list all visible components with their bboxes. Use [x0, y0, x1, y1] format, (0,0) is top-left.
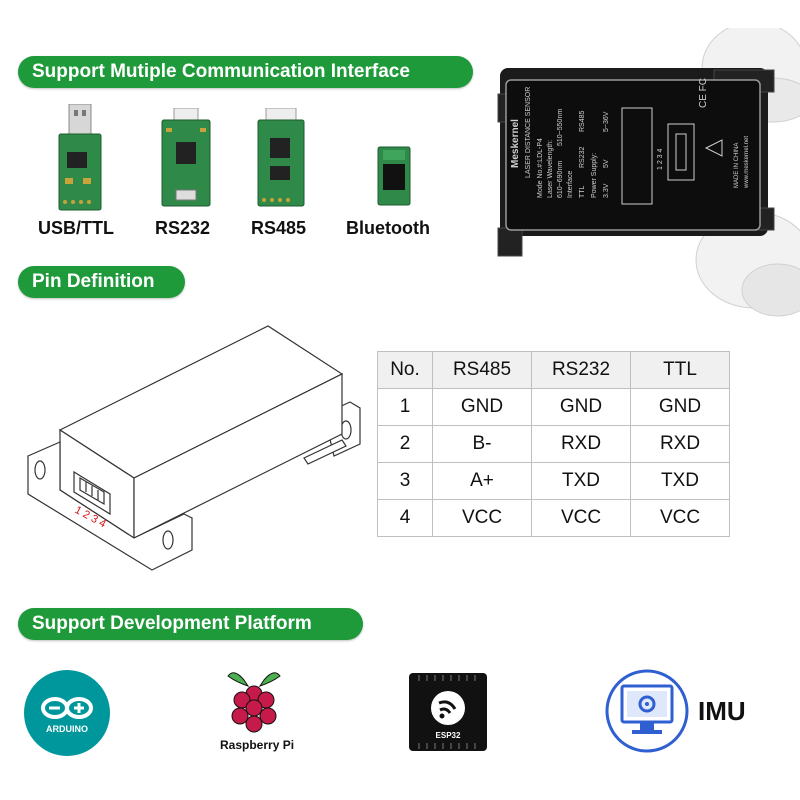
cell-rs232: TXD: [531, 462, 631, 500]
bluetooth-module-image: [377, 146, 411, 206]
rs485-board-image: [257, 108, 305, 207]
device-interface: Interface: [567, 171, 574, 198]
device-site: www.meskernel.net: [744, 136, 750, 189]
laser-warning-icon: [704, 139, 723, 157]
device-product: LASER DISTANCE SENSOR: [525, 87, 532, 178]
header-no: No.: [377, 351, 433, 389]
usb-ttl-board-image: [58, 104, 102, 211]
pin-definition-table: No. RS485 RS232 TTL 1 GND GND GND 2 B- R…: [377, 351, 730, 537]
device-p1: 3.3V: [603, 183, 610, 198]
table-header-row: No. RS485 RS232 TTL: [377, 351, 730, 389]
laser-sensor-device: Meskernel LASER DISTANCE SENSOR Mode No.…: [497, 21, 800, 317]
section-development-platform: Support Development Platform: [18, 608, 363, 640]
cell-rs485: B-: [432, 425, 532, 463]
cell-rs232: VCC: [531, 499, 631, 537]
cell-pin-no: 3: [377, 462, 433, 500]
interface-label-usb-ttl: USB/TTL: [38, 218, 114, 238]
table-row: 4 VCC VCC VCC: [377, 499, 730, 537]
cell-pin-no: 2: [377, 425, 433, 463]
device-p2: 5V: [603, 159, 610, 168]
device-pin-header: 1 2 3 4: [657, 148, 664, 170]
device-wl-a: 610~690nm: [557, 161, 564, 198]
esp32-chip-icon: ESP32: [418, 675, 476, 749]
cell-rs485: GND: [432, 388, 532, 426]
device-if-485: RS485: [579, 110, 586, 132]
imu-monitor-icon: [605, 669, 689, 753]
device-if-232: RS232: [579, 146, 586, 168]
cell-ttl: GND: [630, 388, 730, 426]
device-model: Mode No.#:LDL-P4: [537, 138, 544, 198]
device-power: Power Supply:: [591, 153, 598, 198]
interface-label-rs232: RS232: [155, 218, 211, 238]
section-communication: Support Mutiple Communication Interface: [18, 56, 473, 88]
housing-line-drawing: 1 2 3 4: [27, 325, 361, 571]
cell-rs232: RXD: [531, 425, 631, 463]
cell-ttl: TXD: [630, 462, 730, 500]
arduino-text: ARDUINO: [46, 724, 88, 734]
device-photo: Meskernel LASER DISTANCE SENSOR Mode No.…: [492, 21, 800, 318]
ce-fc-mark-icon: CE FC: [698, 78, 709, 108]
esp32-logo: ESP32: [409, 673, 487, 751]
rs232-board-image: [161, 108, 211, 207]
arduino-logo: ARDUINO: [24, 670, 110, 756]
cell-ttl: RXD: [630, 425, 730, 463]
device-brand: Meskernel: [510, 119, 521, 168]
header-ttl: TTL: [630, 351, 730, 389]
device-made: MADE IN CHINA: [734, 143, 740, 188]
cell-rs485: VCC: [432, 499, 532, 537]
arduino-infinity-icon: ARDUINO: [41, 697, 93, 734]
header-rs485: RS485: [432, 351, 532, 389]
device-p3: 5~36V: [603, 111, 610, 132]
cell-rs485: A+: [432, 462, 532, 500]
table-row: 1 GND GND GND: [377, 388, 730, 426]
table-row: 3 A+ TXD TXD: [377, 462, 730, 500]
cell-ttl: VCC: [630, 499, 730, 537]
section-pin-definition: Pin Definition: [18, 266, 185, 298]
raspberry-pi-label: Raspberry Pi: [220, 738, 295, 752]
header-rs232: RS232: [531, 351, 631, 389]
raspberry-pi-icon: [227, 672, 281, 733]
interface-label-bluetooth: Bluetooth: [346, 218, 430, 238]
esp32-text: ESP32: [436, 731, 461, 740]
device-wl-b: 510~550nm: [557, 109, 564, 146]
cell-rs232: GND: [531, 388, 631, 426]
imu-label: IMU: [698, 696, 746, 726]
interface-label-rs485: RS485: [251, 218, 307, 238]
cell-pin-no: 1: [377, 388, 433, 426]
device-wavelength: Laser Wavelength:: [547, 140, 554, 198]
table-row: 2 B- RXD RXD: [377, 425, 730, 463]
device-if-ttl: TTL: [579, 185, 586, 198]
cell-pin-no: 4: [377, 499, 433, 537]
